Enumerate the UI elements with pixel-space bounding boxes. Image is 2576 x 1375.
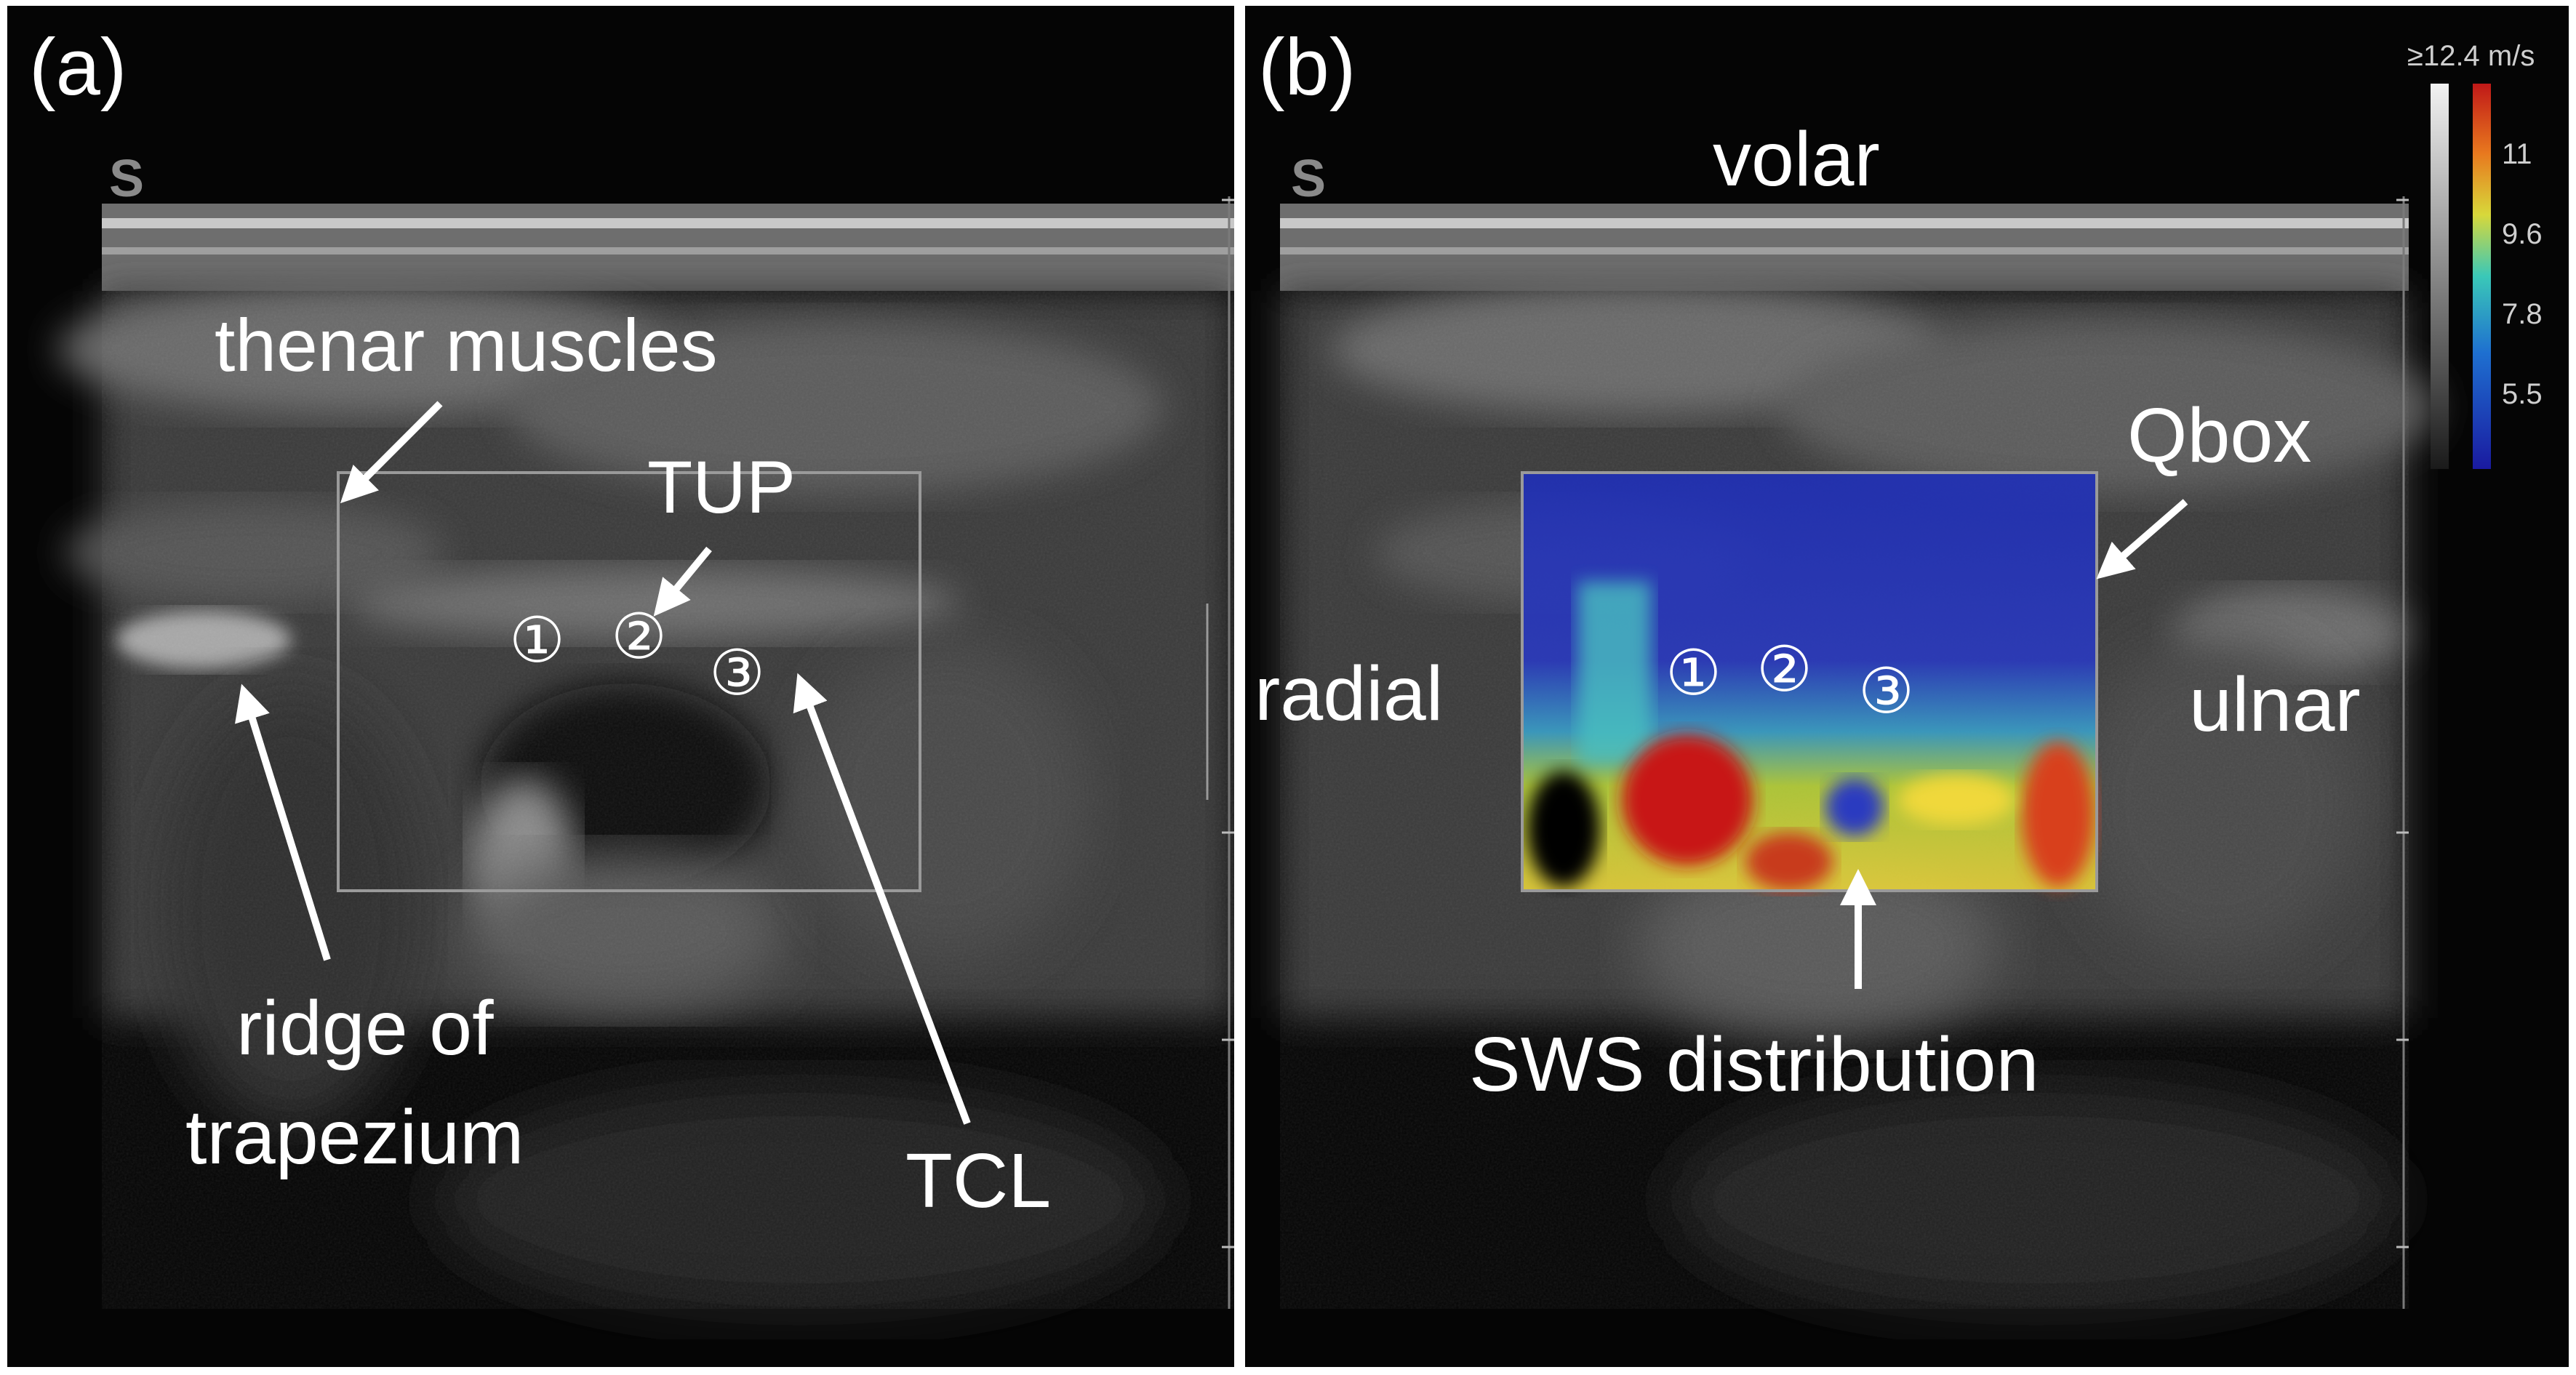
colorbar-tick-9-6: 9.6 xyxy=(2502,218,2543,250)
colorbar-title: ≥12.4 m/s xyxy=(2407,40,2535,72)
site-marker-b-1: ① xyxy=(1665,637,1721,710)
scale-marker-a: S xyxy=(109,150,144,208)
colorbar-tick-5-5: 5.5 xyxy=(2502,378,2543,410)
arrow-qbox xyxy=(2096,499,2188,580)
colorbar-tick-7-8: 7.8 xyxy=(2502,298,2543,330)
qbox-outline-b xyxy=(1521,471,2098,892)
panel-b: (b) S volar Qbox radial ulnar SWS distri… xyxy=(1245,6,2569,1367)
arrow-tcl xyxy=(793,673,971,1125)
label-volar: volar xyxy=(1713,116,1880,202)
panel-a: (a) S thenar muscles TUP ridge of trapez… xyxy=(7,6,1234,1367)
label-tup: TUP xyxy=(647,446,796,529)
arrow-thenar-muscles xyxy=(340,401,443,504)
label-ridge-line1: ridge of xyxy=(236,985,494,1071)
scale-marker-b: S xyxy=(1291,150,1326,208)
site-marker-a-2: ② xyxy=(611,601,667,673)
arrow-ridge xyxy=(234,684,331,961)
panel-a-label: (a) xyxy=(29,23,127,112)
sws-hot-spot-1 xyxy=(1622,734,1753,865)
qbox-outline-a xyxy=(337,471,921,892)
sws-hot-spot-2 xyxy=(2022,742,2095,887)
colorbar-tick-11: 11 xyxy=(2502,138,2532,170)
site-marker-a-1: ① xyxy=(509,604,565,677)
label-radial: radial xyxy=(1255,651,1443,737)
label-tcl: TCL xyxy=(905,1138,1051,1224)
arrow-tup xyxy=(653,546,712,617)
label-ridge-line2: trapezium xyxy=(185,1094,524,1180)
colorbar-color-scale xyxy=(2473,84,2491,469)
label-ulnar: ulnar xyxy=(2189,662,2361,747)
site-marker-b-3: ③ xyxy=(1858,655,1914,728)
panel-b-label: (b) xyxy=(1258,23,1356,112)
sws-color-map xyxy=(1521,471,2098,892)
speckle-a xyxy=(102,291,1234,1309)
site-marker-a-3: ③ xyxy=(709,637,765,710)
label-qbox: Qbox xyxy=(2127,393,2311,478)
colorbar-gray-scale xyxy=(2431,84,2449,469)
site-marker-b-2: ② xyxy=(1756,633,1812,706)
colorbar: ≥12.4 m/s 11 9.6 7.8 5.5 xyxy=(2407,40,2543,469)
label-sws-distribution: SWS distribution xyxy=(1469,1022,2039,1107)
label-thenar-muscles: thenar muscles xyxy=(215,304,718,387)
